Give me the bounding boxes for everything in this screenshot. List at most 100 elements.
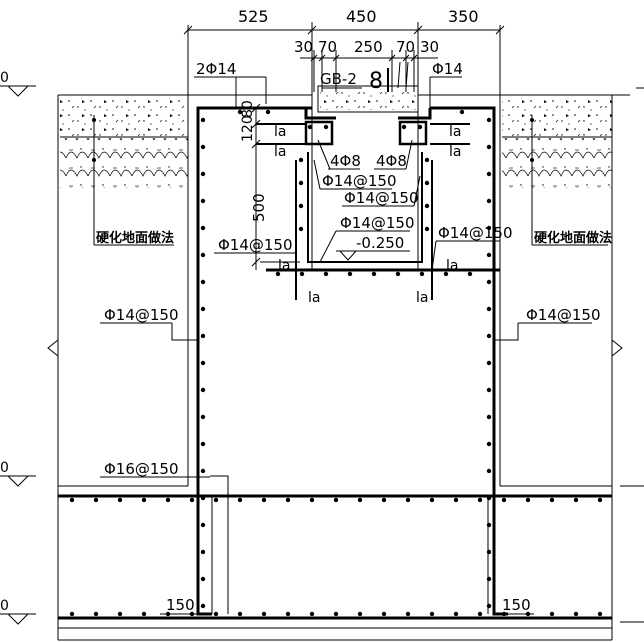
rebar-dot (486, 306, 492, 312)
rebar-dot (486, 603, 492, 609)
rebar-dot (200, 198, 206, 204)
rebar-dot (486, 252, 492, 258)
rebar-dot (200, 306, 206, 312)
dim-450: 450 (346, 7, 377, 26)
dim-150-left: 150 (166, 596, 195, 614)
rebar-dot (486, 198, 492, 204)
rebar-dot (501, 497, 507, 503)
level-0-mid: 0 (0, 460, 9, 476)
rebar-dot (486, 549, 492, 555)
gb2-number: 8 (369, 69, 383, 94)
rebar-dot (200, 360, 206, 366)
rebar-dot (200, 468, 206, 474)
rebar-dot (298, 203, 304, 209)
rebar-dot (357, 611, 363, 617)
rebar-dot (381, 611, 387, 617)
rebar-dot (200, 225, 206, 231)
label-phi14-150-e: Φ14@150 (438, 224, 513, 242)
rebar-dot (200, 252, 206, 258)
dim-70-right: 70 (396, 38, 415, 56)
rebar-dot (549, 497, 555, 503)
rebar-dot (573, 497, 579, 503)
rebar-dot (285, 611, 291, 617)
dim-525: 525 (238, 7, 269, 26)
rebar-dot (443, 271, 449, 277)
rebar-dot (477, 611, 483, 617)
rebar-dot (200, 441, 206, 447)
main-rebar (58, 106, 612, 620)
rebar-dots (69, 109, 603, 617)
rebar-dot (323, 124, 329, 130)
rebar-dot (486, 522, 492, 528)
rebar-dot (261, 611, 267, 617)
annotations: 2Φ14 Φ14 120 80 500 la la la la la la la… (92, 60, 612, 615)
rebar-dot (309, 611, 315, 617)
rebar-dot (200, 333, 206, 339)
rebar-dot (117, 497, 123, 503)
la-1: la (274, 124, 286, 140)
rebar-dot (405, 611, 411, 617)
rebar-dot (309, 497, 315, 503)
rebar-dot (275, 271, 281, 277)
rebar-dot (401, 124, 407, 130)
dim-70-left: 70 (318, 38, 337, 56)
rebar-dot (347, 271, 353, 277)
rebar-dot (165, 497, 171, 503)
rebar-dot (417, 124, 423, 130)
rebar-dot (141, 497, 147, 503)
dim-500: 500 (250, 193, 268, 222)
label-phi14-150-right-wall: Φ14@150 (526, 306, 601, 324)
rebar-dot (486, 117, 492, 123)
rebar-dot (141, 611, 147, 617)
la-4: la (449, 144, 461, 160)
rebar-dot (486, 468, 492, 474)
rebar-dot (573, 611, 579, 617)
rebar-dot (333, 497, 339, 503)
rebar-dot (486, 279, 492, 285)
rebar-dot (486, 495, 492, 501)
rebar-dot (200, 603, 206, 609)
dim-250: 250 (354, 38, 383, 56)
rebar-dot (117, 611, 123, 617)
rebar-dot (429, 497, 435, 503)
level-0-bottom: 0 (0, 598, 9, 614)
gb2-label: GB-2 (320, 70, 357, 88)
rebar-dot (486, 576, 492, 582)
rebar-dot (200, 549, 206, 555)
label-phi14-top: Φ14 (432, 60, 463, 78)
rebar-dot (93, 611, 99, 617)
la-2: la (274, 144, 286, 160)
label-4phi8-right: 4Φ8 (376, 152, 407, 170)
rebar-dot (453, 497, 459, 503)
rebar-dot (357, 497, 363, 503)
rebar-dot (93, 497, 99, 503)
rebar-dot (200, 171, 206, 177)
rebar-dot (285, 497, 291, 503)
rebar-dot (424, 203, 430, 209)
label-4phi8-left: 4Φ8 (330, 152, 361, 170)
dim-80: 80 (240, 100, 256, 118)
rebar-dot (477, 497, 483, 503)
rebar-dot (307, 124, 313, 130)
rebar-dot (200, 279, 206, 285)
rebar-dot (525, 497, 531, 503)
rebar-dot (69, 611, 75, 617)
rebar-dot (69, 497, 75, 503)
rebar-dot (486, 225, 492, 231)
rebar-dot (200, 117, 206, 123)
rebar-dot (486, 144, 492, 150)
rebar-dot (265, 109, 271, 115)
label-phi14-150-a: Φ14@150 (322, 172, 397, 190)
rebar-dot (299, 271, 305, 277)
rebar-dot (597, 497, 603, 503)
rebar-dot (261, 497, 267, 503)
rebar-dot (467, 271, 473, 277)
rebar-dot (200, 495, 206, 501)
label-phi14-150-c: Φ14@150 (340, 214, 415, 232)
rebar-dot (323, 271, 329, 277)
rebar-dot (298, 226, 304, 232)
rebar-dot (237, 497, 243, 503)
rebar-dot (395, 271, 401, 277)
la-8: la (416, 290, 428, 306)
label-2phi14: 2Φ14 (196, 60, 236, 78)
